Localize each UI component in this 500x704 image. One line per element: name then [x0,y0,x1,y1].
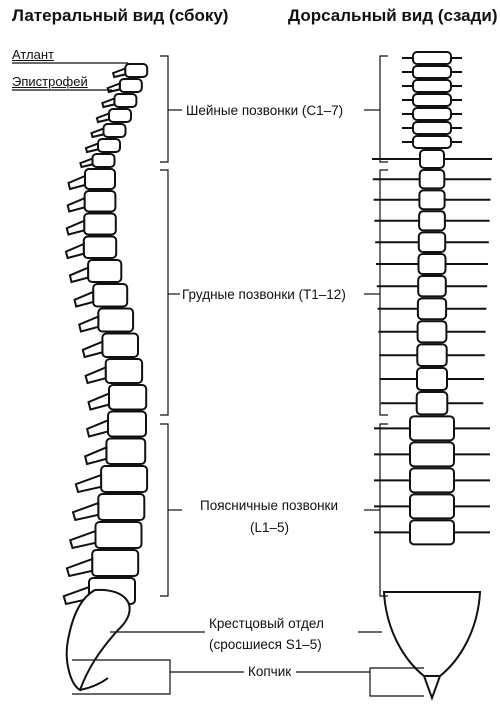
lateral-vertebra-body [100,465,149,493]
lateral-vertebra-body [124,63,149,78]
dorsal-vertebra-body [419,149,445,169]
lateral-vertebra-body [105,437,147,465]
lateral-vertebra-process [67,174,86,191]
lateral-vertebra-process [68,529,97,550]
lateral-vertebra-process [84,142,99,154]
lateral-view-title: Латеральный вид (сбоку) [12,6,229,25]
dorsal-vertebra-body [412,135,452,149]
left-bracket [160,423,169,597]
left-bracket [160,55,169,163]
lateral-vertebra-body [82,235,118,259]
lateral-vertebra-body [108,384,148,411]
lateral-vertebra-body [91,549,140,577]
dorsal-vertebra-body [417,231,447,253]
dorsal-vertebra-body [412,65,452,79]
lateral-vertebra-process [71,501,100,522]
dorsal-vertebra-body [418,169,446,190]
dorsal-vertebra-body [412,121,452,135]
lateral-vertebra-body [83,190,117,213]
lateral-vertebra-process [74,473,103,494]
dorsal-spine [372,51,492,701]
lateral-vertebra-process [84,365,107,385]
dorsal-vertebra-body [418,189,446,211]
lateral-vertebra-process [78,315,100,333]
dorsal-vertebra-body [417,253,447,275]
lateral-vertebra-body [97,307,135,333]
dorsal-vertebra-body [416,297,448,321]
right-bracket [379,55,388,163]
dorsal-vertebra-body [412,79,452,93]
lateral-vertebra-process [65,557,94,578]
coccyx-label: Копчик [246,664,294,679]
lateral-vertebra-process [66,196,86,213]
lateral-vertebra-process [111,67,127,79]
lateral-vertebra-process [95,112,110,124]
dorsal-vertebra-body [412,93,452,107]
dorsal-vertebra-body [412,51,452,65]
lateral-vertebra-body [102,123,127,138]
lateral-vertebra-body [94,521,143,549]
lateral-vertebra-process [65,219,86,236]
dorsal-vertebra-body [416,320,448,344]
lateral-spine [62,63,149,692]
atlas-label: Атлант [12,47,55,62]
right-bracket [379,169,388,416]
dorsal-vertebra-body [412,107,452,121]
lateral-coccyx [79,677,109,691]
coccyx-bracket-right [369,667,424,697]
lateral-vertebra-body [97,493,146,521]
dorsal-vertebra-body [409,519,455,546]
dorsal-vertebra-body [415,391,449,416]
lateral-sacrum [65,588,131,692]
lateral-vertebra-body [101,332,139,358]
lateral-vertebra-process [73,290,95,308]
lateral-vertebra-body [104,358,144,384]
axis-label: Эпистрофей [12,74,88,89]
lateral-vertebra-body [83,212,117,236]
lateral-vertebra-body [118,78,143,93]
left-bracket [160,169,169,416]
lateral-vertebra-process [81,340,104,359]
dorsal-view-title: Дорсальный вид (сзади) [288,6,498,25]
thoracic-label: Грудные позвонки (T1–12) [180,287,348,302]
dorsal-vertebra-body [409,493,455,520]
lateral-vertebra-process [90,127,105,139]
right-bracket [379,423,388,597]
lateral-vertebra-process [79,157,94,169]
lumbar-label-line2: (L1–5) [248,520,292,535]
sacral-label-line2: (сросшиеся S1–5) [207,637,324,652]
dorsal-vertebra-body [409,467,455,494]
lateral-vertebra-body [108,108,132,123]
dorsal-vertebra-body [416,367,448,391]
dorsal-sacrum [382,591,482,677]
dorsal-vertebra-body [409,415,455,442]
cervical-label: Шейные позвонки (C1–7) [184,103,346,118]
region-brackets [12,55,424,697]
lateral-vertebra-body [87,259,123,283]
dorsal-vertebra-body [409,441,455,468]
dorsal-coccyx [422,675,442,701]
lateral-vertebra-process [64,242,85,260]
lateral-vertebra-process [83,445,108,466]
dorsal-vertebra-body [416,343,448,367]
coccyx-bracket-left [72,659,171,695]
lateral-vertebra-body [97,138,121,153]
dorsal-vertebra-body [417,275,447,298]
lateral-vertebra-body [113,93,138,108]
lateral-vertebra-process [87,392,110,411]
sacral-label-line1: Крестцовый отдел [207,616,326,631]
lateral-vertebra-body [92,283,129,308]
lateral-vertebra-body [107,410,147,438]
lateral-vertebra-process [85,418,109,438]
lateral-vertebra-process [106,82,121,94]
dorsal-vertebra-body [418,210,446,232]
lateral-vertebra-body [84,168,116,190]
lateral-vertebra-body [91,153,116,168]
lumbar-label-line1: Поясничные позвонки [198,498,341,513]
lateral-vertebra-process [68,266,90,284]
lateral-vertebra-process [101,97,116,109]
